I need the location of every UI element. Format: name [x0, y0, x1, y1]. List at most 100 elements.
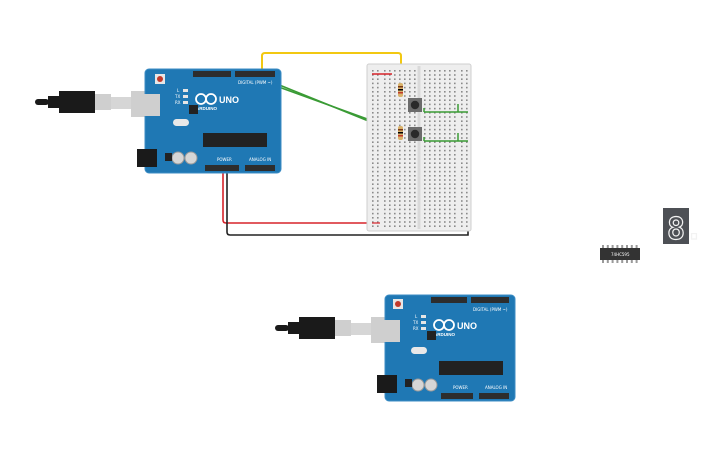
breadboard-hole[interactable]	[404, 212, 406, 215]
breadboard-hole[interactable]	[404, 225, 406, 227]
breadboard-hole[interactable]	[384, 204, 386, 206]
breadboard-hole[interactable]	[389, 86, 391, 89]
breadboard-hole[interactable]	[394, 212, 396, 215]
breadboard-hole[interactable]	[439, 225, 441, 227]
breadboard-hole[interactable]	[389, 183, 391, 185]
breadboard-hole[interactable]	[399, 196, 401, 198]
breadboard-hole[interactable]	[444, 166, 446, 169]
breadboard-hole[interactable]	[434, 133, 436, 135]
breadboard-hole[interactable]	[434, 204, 436, 206]
breadboard-hole[interactable]	[372, 120, 374, 122]
breadboard-hole[interactable]	[439, 204, 441, 206]
analog-header[interactable]	[479, 393, 509, 399]
breadboard-hole[interactable]	[466, 120, 468, 122]
breadboard-hole[interactable]	[461, 78, 463, 80]
breadboard-hole[interactable]	[394, 191, 396, 194]
breadboard-hole[interactable]	[444, 82, 446, 85]
breadboard-hole[interactable]	[414, 78, 416, 80]
breadboard-hole[interactable]	[444, 212, 446, 215]
breadboard-hole[interactable]	[389, 200, 391, 202]
breadboard-hole[interactable]	[454, 137, 456, 139]
breadboard-hole[interactable]	[454, 86, 456, 89]
breadboard-hole[interactable]	[414, 162, 416, 164]
breadboard-hole[interactable]	[429, 221, 431, 223]
breadboard-hole[interactable]	[454, 99, 456, 101]
digital-header-1[interactable]	[431, 297, 467, 303]
breadboard-hole[interactable]	[429, 91, 431, 93]
breadboard-hole[interactable]	[372, 208, 374, 211]
breadboard-hole[interactable]	[404, 204, 406, 206]
chip-pin[interactable]	[630, 245, 633, 248]
breadboard-hole[interactable]	[429, 149, 431, 152]
breadboard-hole[interactable]	[399, 191, 401, 194]
breadboard-hole[interactable]	[409, 95, 411, 97]
breadboard-hole[interactable]	[454, 141, 456, 143]
breadboard-hole[interactable]	[449, 116, 451, 118]
breadboard-hole[interactable]	[372, 225, 374, 227]
breadboard-hole[interactable]	[434, 158, 436, 160]
chip-pin[interactable]	[635, 245, 638, 248]
breadboard-hole[interactable]	[454, 154, 456, 156]
breadboard-hole[interactable]	[389, 187, 391, 190]
breadboard-hole[interactable]	[414, 70, 416, 72]
breadboard-hole[interactable]	[429, 175, 431, 177]
breadboard-hole[interactable]	[384, 99, 386, 101]
breadboard-hole[interactable]	[434, 95, 436, 97]
breadboard-hole[interactable]	[454, 103, 456, 106]
breadboard-hole[interactable]	[439, 74, 441, 76]
breadboard-hole[interactable]	[439, 107, 441, 110]
breadboard-hole[interactable]	[404, 74, 406, 76]
breadboard-hole[interactable]	[444, 78, 446, 80]
breadboard-hole[interactable]	[414, 95, 416, 97]
breadboard-hole[interactable]	[389, 137, 391, 139]
breadboard-hole[interactable]	[377, 162, 379, 164]
breadboard-hole[interactable]	[384, 145, 386, 148]
arduino-uno-bottom[interactable]: DIGITAL (PWM ~) POWER ANALOG IN L TX RX …	[275, 294, 516, 402]
breadboard-hole[interactable]	[409, 86, 411, 89]
breadboard-hole[interactable]	[439, 91, 441, 93]
breadboard-hole[interactable]	[454, 225, 456, 227]
usb-plug-icon[interactable]	[275, 317, 391, 343]
breadboard-hole[interactable]	[449, 158, 451, 160]
breadboard-hole[interactable]	[409, 208, 411, 211]
breadboard-hole[interactable]	[377, 95, 379, 97]
breadboard-hole[interactable]	[429, 208, 431, 211]
breadboard-hole[interactable]	[424, 208, 426, 211]
breadboard-hole[interactable]	[377, 170, 379, 173]
breadboard-hole[interactable]	[439, 120, 441, 122]
breadboard-hole[interactable]	[377, 78, 379, 80]
breadboard-hole[interactable]	[466, 99, 468, 101]
breadboard-hole[interactable]	[384, 183, 386, 185]
breadboard-hole[interactable]	[377, 183, 379, 185]
breadboard-hole[interactable]	[414, 221, 416, 223]
breadboard-hole[interactable]	[399, 212, 401, 215]
breadboard-hole[interactable]	[461, 137, 463, 139]
breadboard-hole[interactable]	[404, 141, 406, 143]
breadboard-hole[interactable]	[434, 208, 436, 211]
breadboard-hole[interactable]	[372, 158, 374, 160]
breadboard-hole[interactable]	[424, 116, 426, 118]
breadboard-hole[interactable]	[454, 208, 456, 211]
breadboard-hole[interactable]	[389, 166, 391, 169]
breadboard-hole[interactable]	[414, 141, 416, 143]
breadboard-hole[interactable]	[424, 196, 426, 198]
breadboard-hole[interactable]	[399, 149, 401, 152]
breadboard-hole[interactable]	[389, 95, 391, 97]
breadboard-hole[interactable]	[384, 112, 386, 114]
breadboard-hole[interactable]	[384, 170, 386, 173]
breadboard-hole[interactable]	[372, 170, 374, 173]
breadboard-hole[interactable]	[377, 196, 379, 198]
breadboard-hole[interactable]	[429, 217, 431, 219]
breadboard-hole[interactable]	[466, 78, 468, 80]
breadboard-hole[interactable]	[394, 166, 396, 169]
breadboard-hole[interactable]	[389, 204, 391, 206]
breadboard-hole[interactable]	[429, 191, 431, 194]
breadboard-hole[interactable]	[454, 95, 456, 97]
breadboard-hole[interactable]	[466, 149, 468, 152]
breadboard-hole[interactable]	[439, 141, 441, 143]
digital-header-2[interactable]	[471, 297, 509, 303]
breadboard-hole[interactable]	[404, 154, 406, 156]
breadboard-hole[interactable]	[466, 166, 468, 169]
breadboard-hole[interactable]	[434, 91, 436, 93]
breadboard-hole[interactable]	[394, 137, 396, 139]
